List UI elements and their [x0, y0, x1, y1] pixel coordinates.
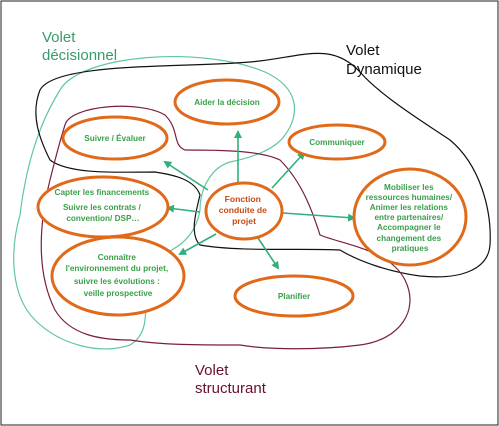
node-connaitre-ellipse	[50, 235, 186, 317]
node-communiquer-ellipse	[287, 123, 387, 161]
arrow-to-suivre	[163, 160, 209, 191]
node-aider: Aider la décision	[173, 78, 281, 126]
node-connaitre-label: Connaître l'environnement du projet, sui…	[66, 253, 171, 298]
node-planifier-ellipse	[233, 274, 355, 318]
arrows	[163, 130, 356, 270]
zone-structurant-outline	[40, 105, 411, 350]
node-communiquer-label: Communiquer	[309, 138, 365, 147]
node-aider-ellipse	[173, 78, 281, 126]
node-mobiliser: Mobiliser les ressources humaines/ Anime…	[352, 167, 468, 267]
node-aider-label: Aider la décision	[194, 98, 260, 107]
node-planifier-label: Planifier	[278, 292, 311, 301]
zone-dynamique-title: Volet Dynamique	[346, 42, 422, 78]
arrow-to-connaitre	[178, 233, 217, 255]
zone-structurant-title: Volet structurant	[195, 362, 267, 397]
node-center-ellipse	[204, 181, 284, 241]
node-center-label: Fonction conduite de projet	[219, 194, 270, 226]
zone-decisionnel-title: Volet décisionnel	[42, 29, 117, 64]
node-financements: Capter les financements Suivre les contr…	[36, 175, 170, 239]
arrow-to-mobiliser	[282, 212, 356, 222]
node-connaitre: Connaître l'environnement du projet, sui…	[50, 235, 186, 317]
arrow-to-planifier	[257, 237, 280, 270]
node-mobiliser-ellipse	[352, 167, 468, 267]
node-suivre: Suivre / Évaluer	[61, 115, 169, 161]
node-suivre-label: Suivre / Évaluer	[84, 133, 146, 143]
arrow-to-financements	[166, 204, 201, 213]
node-mobiliser-label: Mobiliser les ressources humaines/ Anime…	[366, 183, 455, 253]
node-communiquer: Communiquer	[287, 123, 387, 161]
zone-decisionnel-outline	[13, 56, 296, 350]
zone-dynamique-outline	[35, 52, 491, 278]
arrow-to-communiquer	[271, 151, 306, 189]
node-center: Fonction conduite de projet	[204, 181, 284, 241]
node-financements-label: Capter les financements Suivre les contr…	[55, 188, 152, 223]
node-planifier: Planifier	[233, 274, 355, 318]
node-suivre-ellipse	[61, 115, 169, 161]
